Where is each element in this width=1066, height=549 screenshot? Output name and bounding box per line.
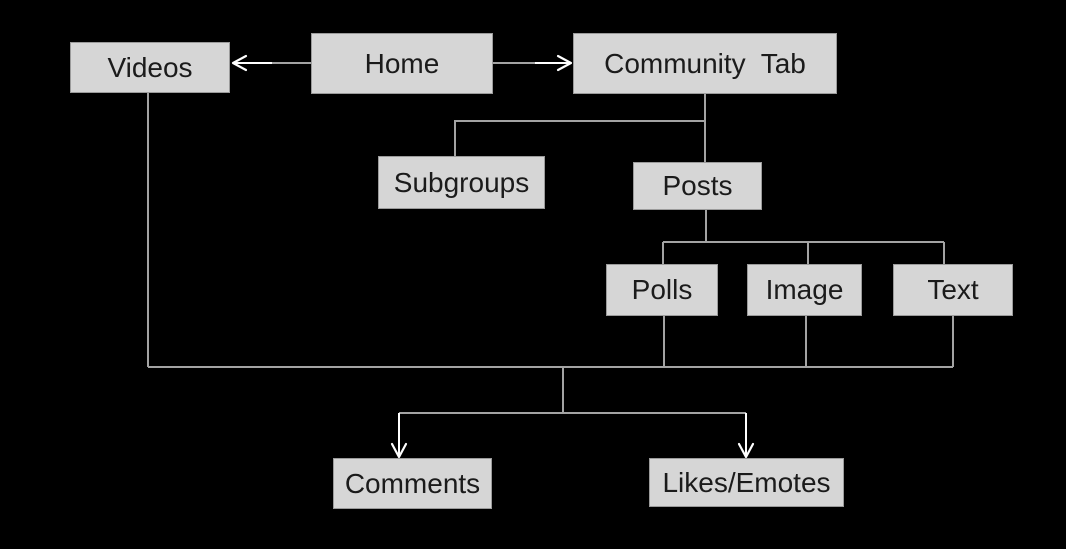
edge-community-subgroups <box>454 120 705 156</box>
arrowhead-into-likes <box>737 442 755 459</box>
node-label-home: Home <box>364 47 440 79</box>
node-community-tab: Community Tab <box>573 33 837 94</box>
arrowhead-into-community <box>556 54 573 72</box>
arrowhead-into-comments <box>390 442 408 459</box>
node-posts: Posts <box>633 162 762 210</box>
node-comments: Comments <box>333 458 492 509</box>
node-label-polls: Polls <box>631 274 693 305</box>
node-label-videos: Videos <box>107 51 193 83</box>
node-likes-emotes: Likes/Emotes <box>649 458 844 507</box>
node-label-likes-emotes: Likes/Emotes <box>662 466 831 498</box>
node-label-subgroups: Subgroups <box>393 166 530 198</box>
node-label-community-tab: Community Tab <box>604 47 806 79</box>
node-videos: Videos <box>70 42 230 93</box>
node-subgroups: Subgroups <box>378 156 545 209</box>
arrowhead-into-videos <box>231 54 248 72</box>
node-label-posts: Posts <box>662 170 733 201</box>
node-label-image: Image <box>765 274 844 305</box>
node-polls: Polls <box>606 264 718 316</box>
node-image: Image <box>747 264 862 316</box>
node-home: Home <box>311 33 493 94</box>
node-text: Text <box>893 264 1013 316</box>
node-label-comments: Comments <box>344 467 481 499</box>
node-label-text: Text <box>927 274 979 305</box>
